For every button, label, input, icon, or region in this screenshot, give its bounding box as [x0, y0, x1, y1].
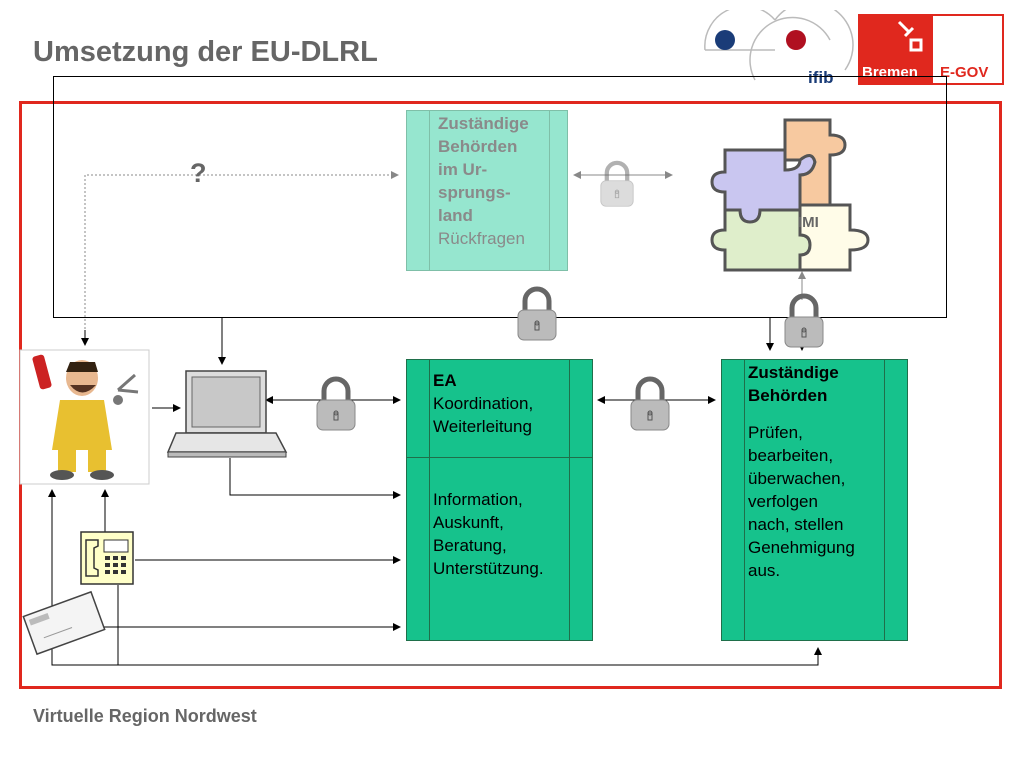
question-mark: ?: [190, 158, 207, 188]
origin-line: Zuständige: [438, 114, 529, 133]
ea-line: Auskunft,: [433, 513, 504, 532]
padlock-icon: [785, 296, 823, 347]
envelope-icon: [22, 590, 106, 656]
key-icon: [897, 20, 923, 52]
egov-logo: [931, 14, 1004, 85]
telephone-icon: [80, 531, 134, 585]
footer-text: Virtuelle Region Nordwest: [33, 706, 257, 726]
authority-line: überwachen,: [748, 469, 846, 488]
ea-heading: EA: [433, 371, 457, 390]
authority-line: aus.: [748, 561, 781, 580]
origin-line: im Ur-: [438, 160, 488, 179]
page-title: Umsetzung der EU-DLRL: [33, 36, 378, 68]
padlock-icon: [601, 163, 633, 206]
origin-subtext: Rückfragen: [438, 229, 525, 248]
imi-system-frame: [53, 76, 947, 318]
ea-line: Information,: [433, 490, 523, 509]
ifib-logo: [704, 10, 854, 81]
authority-heading: Behörden: [748, 386, 828, 405]
authority-line: verfolgen: [748, 492, 818, 511]
padlock-icon: [631, 379, 669, 430]
imi-label: IMI: [798, 214, 819, 231]
authority-line: Genehmigung: [748, 538, 855, 557]
authority-line: Prüfen,: [748, 423, 803, 442]
ifib-logo-text: ifib: [808, 68, 834, 87]
origin-authority-box: Zuständige Behörden im Ur- sprungs- land…: [406, 110, 568, 271]
authority-heading: Zuständige: [748, 363, 839, 382]
padlock-icon: [518, 289, 556, 340]
ea-line: Weiterleitung: [433, 417, 532, 436]
puzzle-icon: [710, 118, 870, 272]
ea-box: EA Koordination, Weiterleitung Informati…: [406, 359, 593, 641]
ea-line: Unterstützung.: [433, 559, 544, 578]
ea-line: Koordination,: [433, 394, 534, 413]
authority-line: bearbeiten,: [748, 446, 834, 465]
laptop-icon: [166, 370, 288, 458]
ea-line: Beratung,: [433, 536, 507, 555]
person-illustration: [19, 349, 150, 485]
origin-line: sprungs-: [438, 183, 511, 202]
padlock-icon: [317, 379, 355, 430]
competent-authority-box: Zuständige Behörden Prüfen, bearbeiten, …: [721, 359, 908, 641]
authority-line: nach, stellen: [748, 515, 844, 534]
egov-logo-text: E-GOV: [940, 64, 989, 81]
origin-line: Behörden: [438, 137, 518, 156]
origin-line: land: [438, 206, 473, 225]
